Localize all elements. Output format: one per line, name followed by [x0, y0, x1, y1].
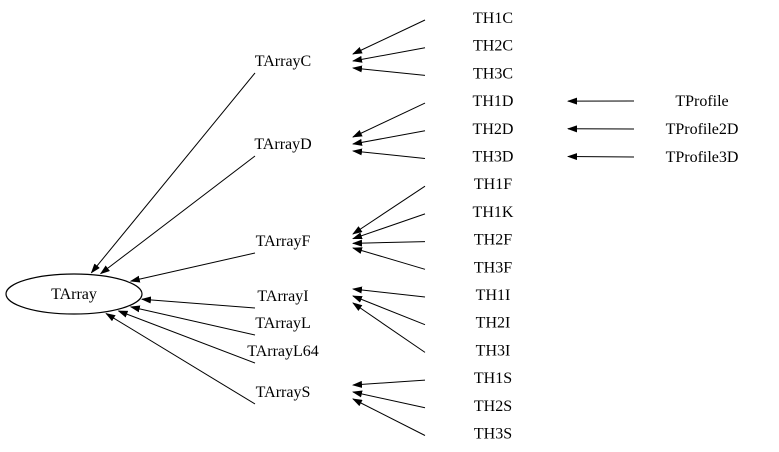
edge-th2c-to-tarrayc — [352, 47, 426, 63]
node-tprofile3d: TProfile3D — [666, 149, 739, 166]
node-th2i: TH2I — [476, 315, 511, 332]
node-th1s: TH1S — [474, 370, 512, 387]
node-tprofile: TProfile — [675, 93, 728, 110]
edge-th3s-to-tarrays — [352, 398, 426, 436]
edge-th1d-to-tarrayd — [352, 102, 426, 138]
edge-tarrayl-to-tarray — [129, 305, 256, 336]
edge-th3f-to-tarrayf — [352, 247, 426, 270]
edge-th1f-to-tarrayf — [352, 185, 426, 235]
edge-th2i-to-tarrayi — [352, 295, 426, 326]
node-th3f: TH3F — [474, 259, 512, 276]
edge-th3d-to-tarrayd — [352, 148, 426, 159]
edge-th2d-to-tarrayd — [352, 130, 426, 146]
node-th1c: TH1C — [473, 10, 513, 27]
edge-th2s-to-tarrays — [352, 390, 426, 409]
edge-tprofile3d-to-th3d — [567, 153, 635, 161]
edge-tarrayf-to-tarray — [129, 252, 256, 283]
edge-th3c-to-tarrayc — [352, 65, 426, 76]
nodes-layer: TArray TArrayC TArrayD TArrayF TArrayI TArra… — [5, 10, 739, 443]
node-th3i: TH3I — [476, 342, 511, 359]
node-th2s: TH2S — [474, 398, 512, 415]
node-th2d: TH2D — [473, 121, 514, 138]
edge-th2f-to-tarrayf — [352, 239, 426, 247]
node-tarrays: TArrayS — [256, 384, 311, 401]
node-tarrayi: TArrayI — [257, 288, 308, 305]
edge-tarrayl64-to-tarray — [117, 310, 256, 364]
node-th3d: TH3D — [473, 149, 514, 166]
edge-th1c-to-tarrayc — [352, 19, 426, 55]
edge-th1k-to-tarrayf — [352, 213, 426, 240]
node-tarrayl64: TArrayL64 — [247, 343, 319, 360]
edge-th1i-to-tarrayi — [352, 286, 426, 298]
node-tarrayl: TArrayL — [255, 315, 311, 332]
node-th1i: TH1I — [476, 287, 511, 304]
root-node-ellipse — [5, 273, 143, 315]
node-th1d: TH1D — [473, 93, 514, 110]
node-tarrayd: TArrayD — [254, 136, 311, 153]
node-th1k: TH1K — [473, 204, 514, 221]
node-tprofile2d: TProfile2D — [666, 121, 739, 138]
node-th2f: TH2F — [474, 232, 512, 249]
edge-th3i-to-tarrayi — [352, 302, 426, 353]
node-tarrayc: TArrayC — [255, 53, 311, 70]
node-th2c: TH2C — [473, 38, 513, 55]
edge-tarrayd-to-tarray — [99, 155, 256, 275]
node-th3c: TH3C — [473, 65, 513, 82]
node-th3s: TH3S — [474, 426, 512, 443]
edges-layer — [90, 19, 635, 436]
edge-tarrays-to-tarray — [105, 313, 256, 405]
edge-tarrayc-to-tarray — [90, 72, 256, 274]
edge-tarrayi-to-tarray — [140, 296, 256, 309]
node-tarrayf: TArrayF — [256, 233, 311, 250]
edge-th1s-to-tarrays — [352, 379, 426, 388]
root-node-label: TArray — [51, 286, 97, 303]
node-th1f: TH1F — [474, 176, 512, 193]
